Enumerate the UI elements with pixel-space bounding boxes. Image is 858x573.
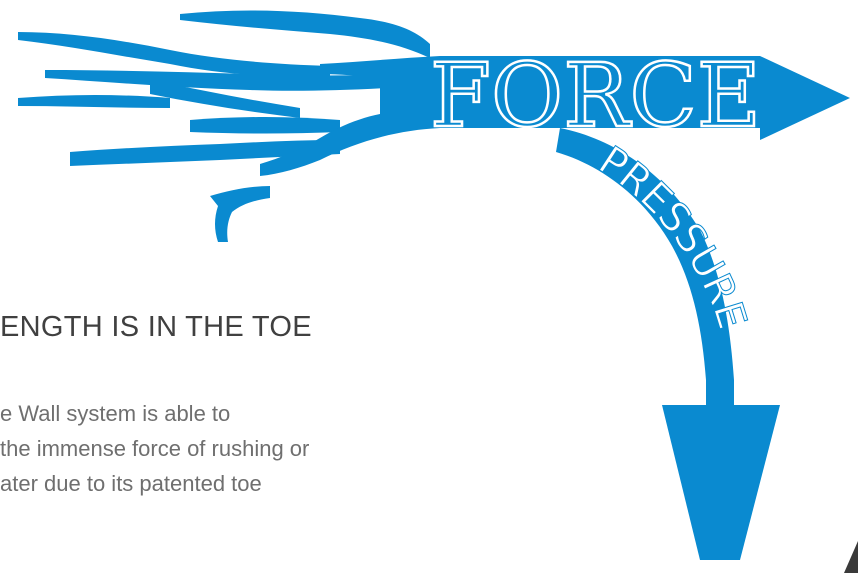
body-paragraph: e Wall system is able to the immense for… <box>0 396 309 501</box>
corner-decoration <box>844 541 858 573</box>
force-arrow-head <box>760 56 850 140</box>
force-word: FORCE <box>430 44 761 147</box>
body-line-3: ater due to its patented toe <box>0 466 309 501</box>
body-line-2: the immense force of rushing or <box>0 431 309 466</box>
pressure-word: PRESSURE <box>591 138 755 334</box>
splash-streak-1 <box>180 11 430 58</box>
body-line-1: e Wall system is able to <box>0 396 309 431</box>
splash-drip <box>210 186 270 242</box>
pressure-arrow-head <box>662 405 780 560</box>
splash-streak-2 <box>18 32 330 77</box>
section-heading: ENGTH IS IN THE TOE <box>0 311 312 344</box>
splash-streak-5 <box>18 95 170 108</box>
pressure-word-path: PRESSURE <box>591 138 755 334</box>
splash-streak-6 <box>190 117 340 134</box>
